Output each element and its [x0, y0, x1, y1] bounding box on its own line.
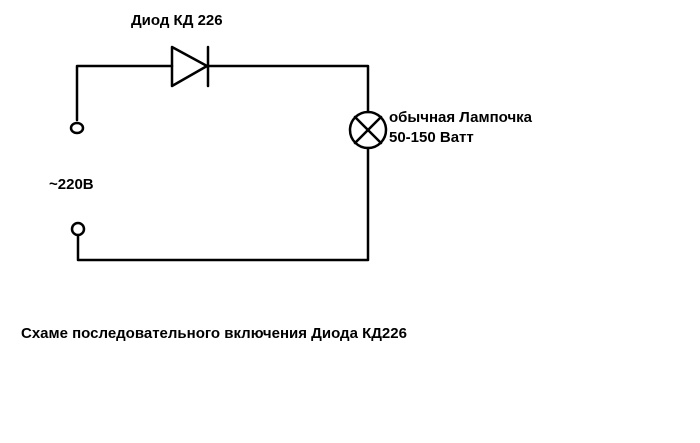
voltage-label: ~220В [49, 176, 94, 193]
diode-symbol [170, 45, 210, 88]
wire-bottom [76, 146, 370, 262]
lamp-label-line2: 50-150 Ватт [389, 129, 474, 146]
diode-label: Диод КД 226 [131, 12, 223, 29]
terminal-top [69, 121, 85, 135]
terminal-bottom [70, 221, 86, 237]
wire-top-right [206, 64, 370, 114]
lamp-label-line1: обычная Лампочка [389, 109, 533, 126]
diagram-caption: Схаме последовательного включения Диода … [21, 325, 407, 342]
wire-top-left [75, 64, 174, 122]
lamp-symbol [348, 110, 388, 150]
